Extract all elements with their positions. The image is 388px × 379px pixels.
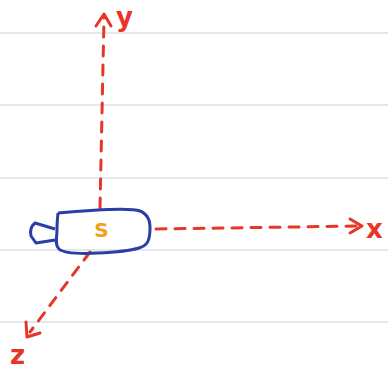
z-axis bbox=[30, 252, 90, 332]
z-arrowhead bbox=[26, 322, 40, 337]
axis-label-x: x bbox=[366, 216, 383, 242]
rocket-body: S bbox=[55, 210, 152, 250]
y-arrowhead bbox=[96, 14, 111, 26]
axes bbox=[26, 14, 362, 337]
y-axis bbox=[100, 18, 104, 208]
x-arrowhead bbox=[350, 219, 362, 233]
x-axis bbox=[156, 226, 360, 229]
axis-label-z: z bbox=[10, 342, 25, 368]
rocket-nozzle bbox=[31, 223, 56, 243]
point-label: S bbox=[94, 220, 108, 240]
rocket-outline-path bbox=[56, 209, 150, 253]
axis-label-y: y bbox=[116, 4, 133, 30]
ruled-lines bbox=[0, 33, 388, 322]
